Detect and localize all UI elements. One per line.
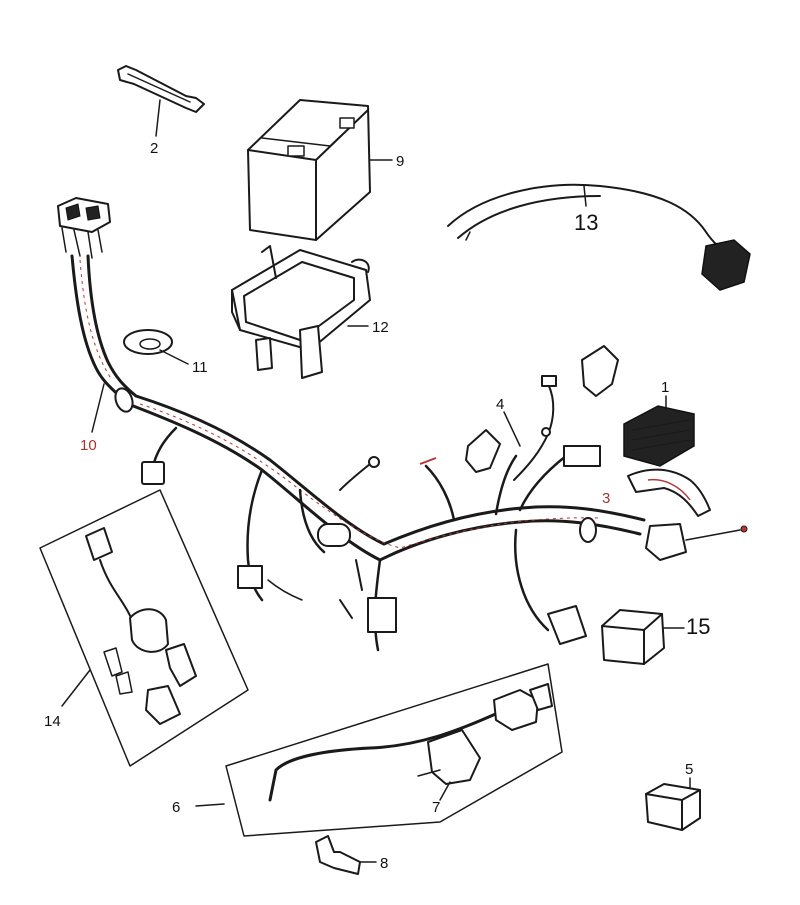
- callout-5: 5: [685, 761, 693, 778]
- cover-block-part: [645, 777, 701, 831]
- relay-part: [601, 609, 685, 665]
- callout-1: 1: [661, 379, 669, 396]
- main-wire-harness-part: [57, 197, 748, 652]
- callout-6: 6: [172, 799, 180, 816]
- callout-10: 10: [80, 437, 97, 454]
- ignition-switch-set-part: [39, 489, 249, 767]
- battery-part: [247, 99, 393, 241]
- callout-13: 13: [574, 210, 598, 235]
- callout-7: 7: [432, 799, 440, 816]
- battery-strap-part: [117, 65, 205, 137]
- callout-3: 3: [602, 490, 610, 507]
- callout-15: 15: [686, 614, 710, 639]
- cable-assembly-part: [195, 663, 563, 837]
- callout-9: 9: [396, 153, 404, 170]
- bracket-part: [627, 468, 711, 517]
- callout-11: 11: [192, 359, 208, 376]
- battery-tray-part: [231, 245, 371, 379]
- callout-4: 4: [496, 396, 504, 413]
- callout-14: 14: [44, 713, 61, 730]
- grommet-part: [123, 329, 189, 365]
- regulator-part: [623, 395, 695, 467]
- wire-lead-part: [465, 345, 619, 481]
- sensor-wire-part: [447, 183, 751, 291]
- callout-2: 2: [150, 140, 158, 157]
- spark-plug-cap-part: [315, 835, 377, 875]
- callout-8: 8: [380, 855, 388, 872]
- callout-12: 12: [372, 319, 389, 336]
